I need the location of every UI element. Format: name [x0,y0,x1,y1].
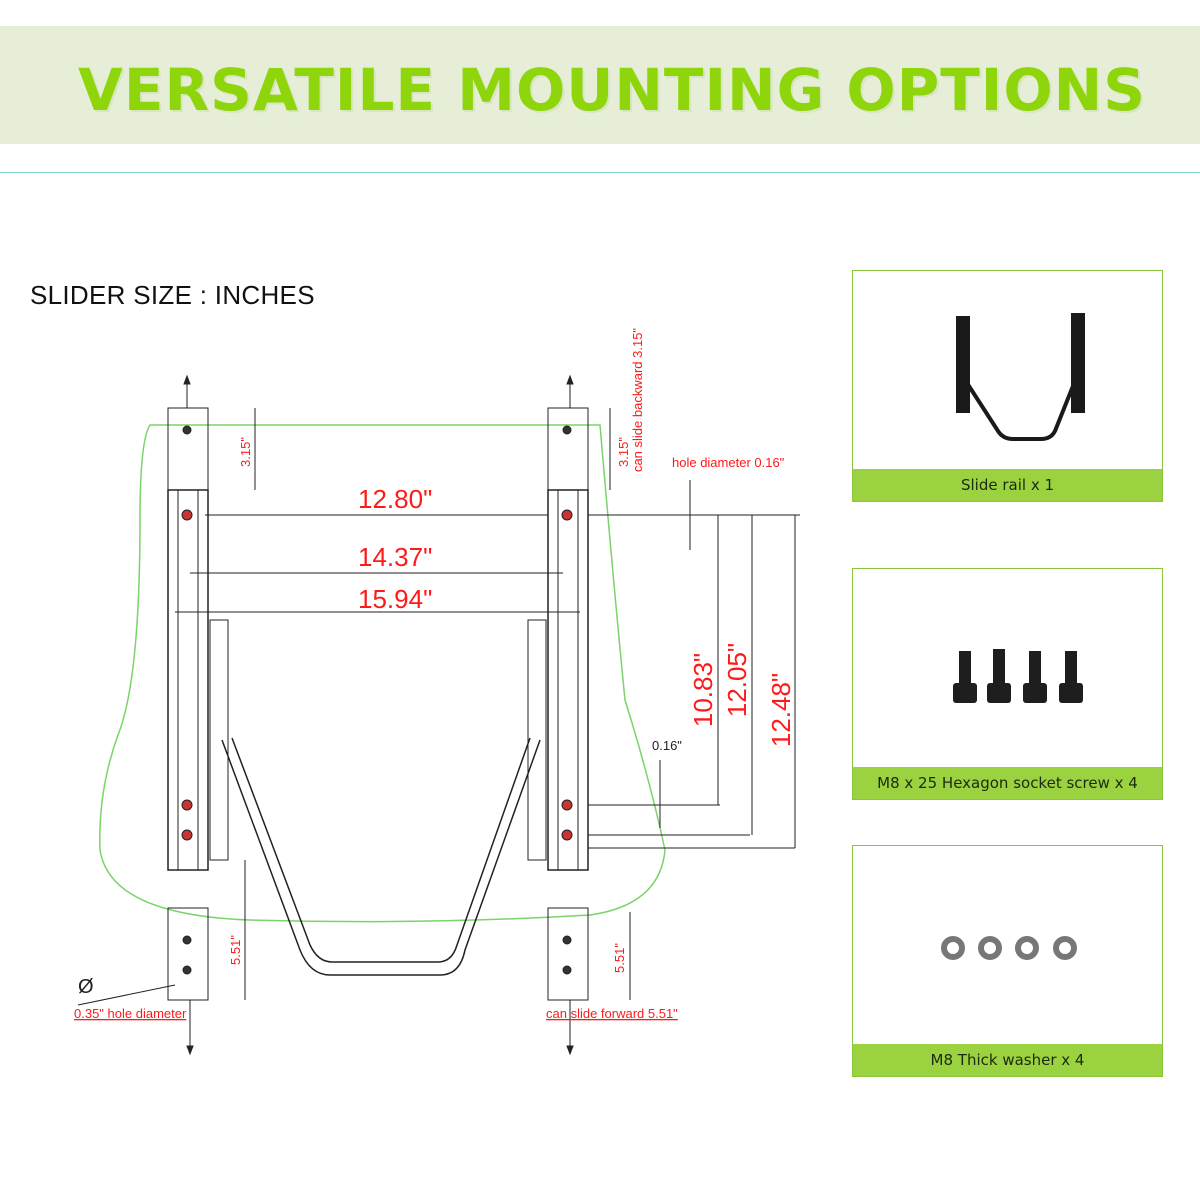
component-caption: M8 Thick washer x 4 [853,1044,1162,1076]
slide-rail-icon [956,313,1085,441]
label-hole-diameter-large: 0.35" hole diameter [74,1006,187,1021]
hex-socket-screw-icon [953,649,1083,703]
dim-width-outer: 15.94" [358,584,432,614]
label-hole-diameter-small: hole diameter 0.16" [672,455,785,470]
width-dimension-lines [175,514,580,613]
seat-outline [99,424,666,923]
header-divider [0,172,1200,173]
washer-icon [941,936,1077,960]
dim-forward-left: 5.51" [228,935,243,965]
diameter-symbol: Ø [78,976,94,998]
label-can-slide-forward: can slide forward 5.51" [546,1006,678,1021]
label-can-slide-backward: can slide backward 3.15" [630,328,645,472]
height-dimension-lines [77,408,800,1006]
banner-title: VERSATILE MOUNTING OPTIONS [78,56,1146,124]
dim-height-3: 12.48" [766,673,796,747]
header-banner: VERSATILE MOUNTING OPTIONS [0,26,1200,144]
component-card-washers: M8 Thick washer x 4 [852,845,1163,1077]
left-rail [167,407,229,1001]
slider-dimension-diagram: 12.80" 14.37" 15.94" 10.83" 12.05" 12.48… [74,328,800,1056]
release-bar [221,737,541,976]
dim-width-mid: 14.37" [358,542,432,572]
dim-backward-left: 3.15" [238,437,253,467]
diagram-title: SLIDER SIZE : INCHES [30,280,315,310]
dim-height-2: 12.05" [722,643,752,717]
component-card-slide-rail: Slide rail x 1 [852,270,1163,502]
dim-width-inner: 12.80" [358,484,432,514]
component-card-screws: M8 x 25 Hexagon socket screw x 4 [852,568,1163,800]
dim-small-offset: 0.16" [652,738,682,753]
dim-backward-right: 3.15" [616,437,631,467]
dim-height-1: 10.83" [688,653,718,727]
rail-direction-arrows [183,374,574,1056]
component-caption: Slide rail x 1 [853,469,1162,501]
right-rail [527,407,589,1001]
dim-forward-right: 5.51" [612,943,627,973]
component-caption: M8 x 25 Hexagon socket screw x 4 [853,767,1162,799]
